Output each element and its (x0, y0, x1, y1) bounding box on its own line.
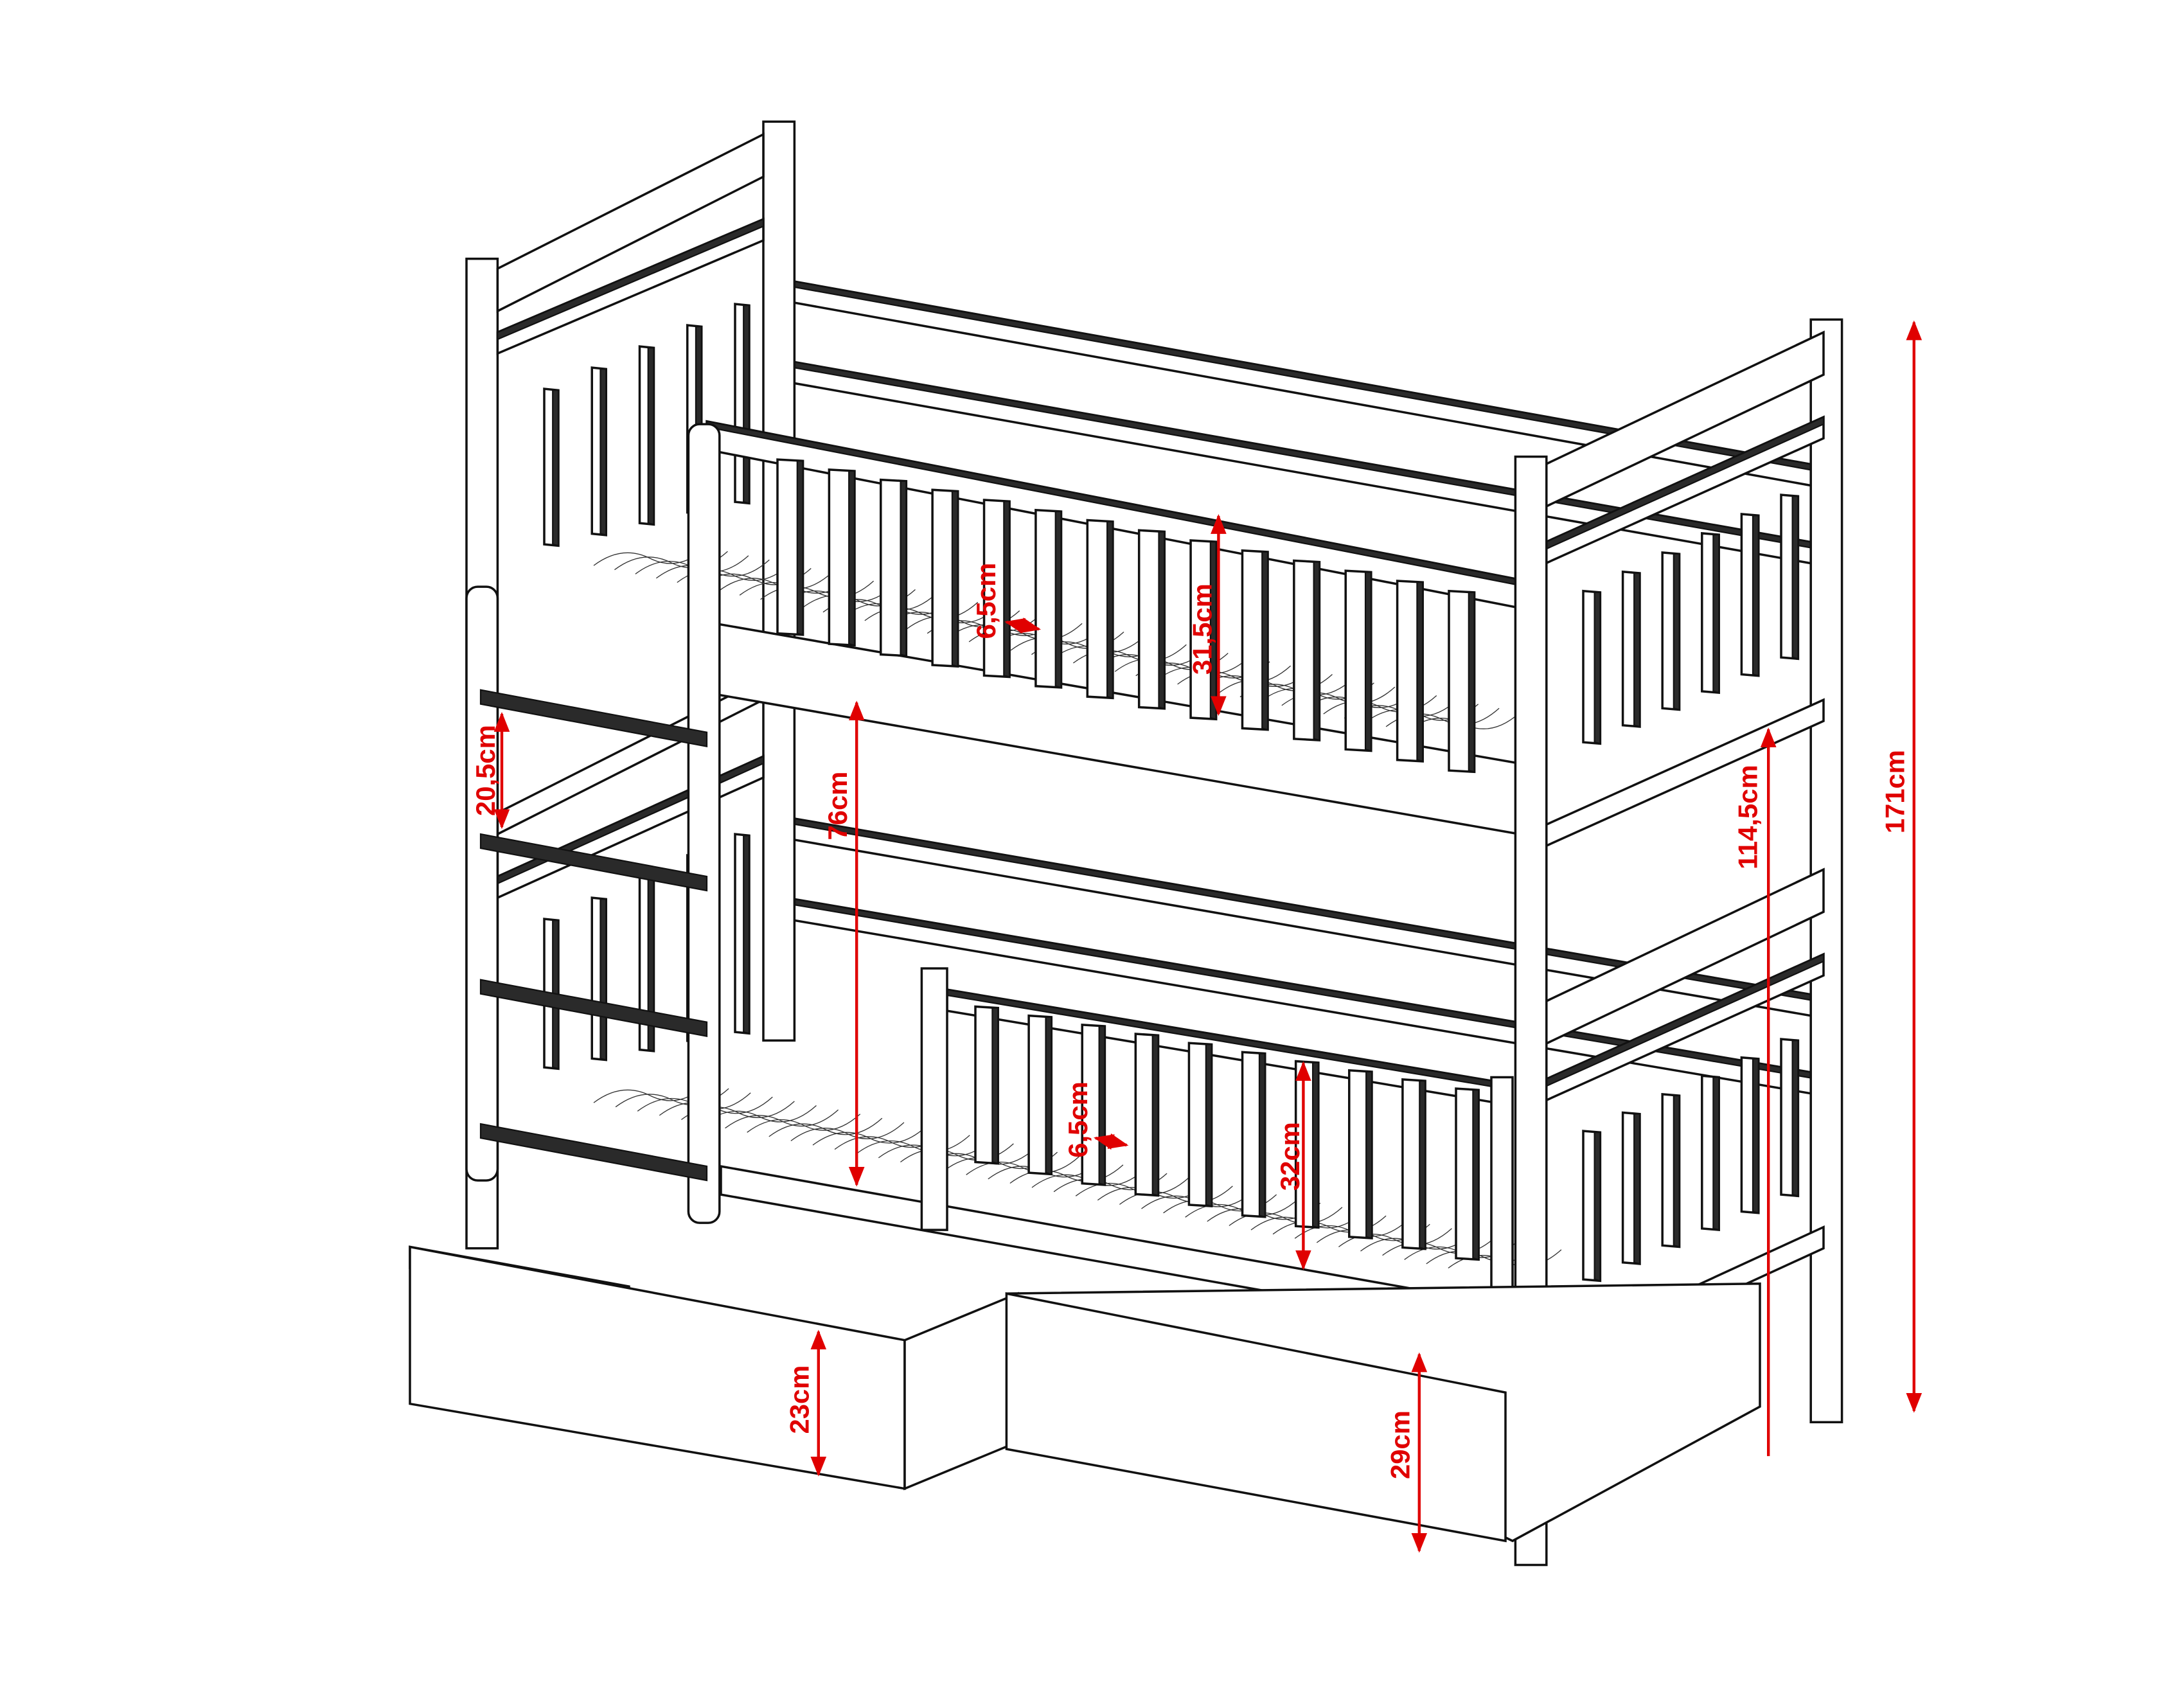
slat-shade (900, 480, 907, 657)
slat-shade (848, 470, 856, 646)
dim-drawer-left: 23cm (784, 1329, 827, 1477)
mattress-texture (966, 1156, 1080, 1175)
slat-shade (1712, 1076, 1720, 1231)
slat-shade (991, 1007, 999, 1165)
dim-clearance: 76cm (822, 700, 865, 1187)
slat-shade (552, 389, 560, 547)
slat-shade (1594, 1132, 1601, 1282)
slat-shade (1752, 1058, 1759, 1214)
dim-upper-rail-height: 31,5cm (1187, 514, 1227, 716)
mattress-texture (725, 1109, 839, 1129)
slat-shade (1472, 1089, 1480, 1261)
label-lower-slat-gap: 6,5cm (1063, 1081, 1093, 1158)
dim-total-height: 171cm (1879, 320, 1922, 1413)
slat-shade (1311, 1062, 1319, 1229)
dimensions: 171cm 114,5cm 31,5cm 6,5cm 20,5cm 76cm 3… (470, 320, 1922, 1553)
slat-shade (1258, 1053, 1266, 1218)
mattress-texture (718, 572, 833, 592)
slat-shade (1054, 510, 1062, 689)
label-upper-bed-height: 114,5cm (1733, 765, 1763, 869)
slat-shade (1416, 582, 1424, 763)
slat-shade (1364, 571, 1372, 752)
slat-shade (1468, 591, 1475, 773)
slat-shade (743, 835, 750, 1035)
mattress-texture (768, 1117, 883, 1137)
slat-shade (1594, 591, 1601, 745)
label-upper-slat-gap: 6,5cm (971, 563, 1001, 639)
mattress-texture (747, 1114, 861, 1133)
slat-shade (1419, 1080, 1426, 1250)
mattress-texture (856, 1135, 970, 1154)
dim-drawer-right: 29cm (1385, 1352, 1428, 1553)
drawer-left (409, 1245, 1019, 1491)
dim-ladder-step-gap: 20,5cm (470, 712, 510, 830)
slat-shade (1106, 520, 1114, 699)
slat-shade (1633, 572, 1641, 728)
label-upper-rail-height: 31,5cm (1187, 583, 1217, 675)
bed-drawing (409, 120, 1843, 1567)
slat-shade (1098, 1025, 1106, 1186)
drawer-right (1005, 1282, 1761, 1543)
dim-upper-bed-height: 114,5cm (1733, 727, 1777, 1457)
slat-shade (796, 460, 804, 636)
ladder (465, 423, 721, 1224)
dim-lower-slat-gap: 6,5cm (1063, 1081, 1129, 1158)
label-ladder-step-gap: 20,5cm (470, 725, 501, 816)
slat-shade (1791, 1040, 1799, 1197)
label-clearance: 76cm (822, 772, 853, 840)
label-lower-rail-height: 32cm (1275, 1122, 1305, 1191)
slat-shade (1365, 1071, 1373, 1239)
slat-shade (599, 898, 607, 1061)
slat-shade (1712, 534, 1720, 694)
right-headboard-slats (1582, 493, 1800, 1283)
left-headboard (496, 132, 765, 1071)
slat-shade (1151, 1035, 1159, 1196)
slat-shade (647, 347, 655, 526)
label-drawer-right: 29cm (1385, 1410, 1415, 1479)
slat-shade (1261, 551, 1269, 731)
slat-shade (1791, 495, 1799, 660)
mattress-texture (790, 1122, 905, 1142)
mattress-texture (703, 1105, 817, 1124)
slat-shade (951, 490, 959, 668)
slat-shade (1003, 501, 1011, 678)
right-back-post (1809, 318, 1843, 1424)
slat-shade (1673, 553, 1680, 711)
mattress-texture (1009, 1164, 1124, 1184)
dim-lower-rail-height: 32cm (1275, 1061, 1311, 1270)
slat-shade (743, 305, 750, 504)
slat-shade (1313, 561, 1320, 742)
slat-shade (1205, 1044, 1212, 1207)
slat-shade (1633, 1113, 1641, 1265)
slat-shade (1158, 531, 1166, 710)
slat-shade (1045, 1016, 1052, 1175)
label-drawer-left: 23cm (784, 1365, 814, 1434)
mattress-texture (1075, 1177, 1189, 1196)
mattress-texture (812, 1126, 927, 1146)
slat-shade (1752, 515, 1759, 677)
dim-upper-slat-gap: 6,5cm (971, 563, 1042, 639)
slat-shade (599, 368, 607, 537)
label-total-height: 171cm (1879, 750, 1910, 833)
right-headboard (1540, 330, 1825, 1380)
slat-shade (1673, 1095, 1680, 1248)
